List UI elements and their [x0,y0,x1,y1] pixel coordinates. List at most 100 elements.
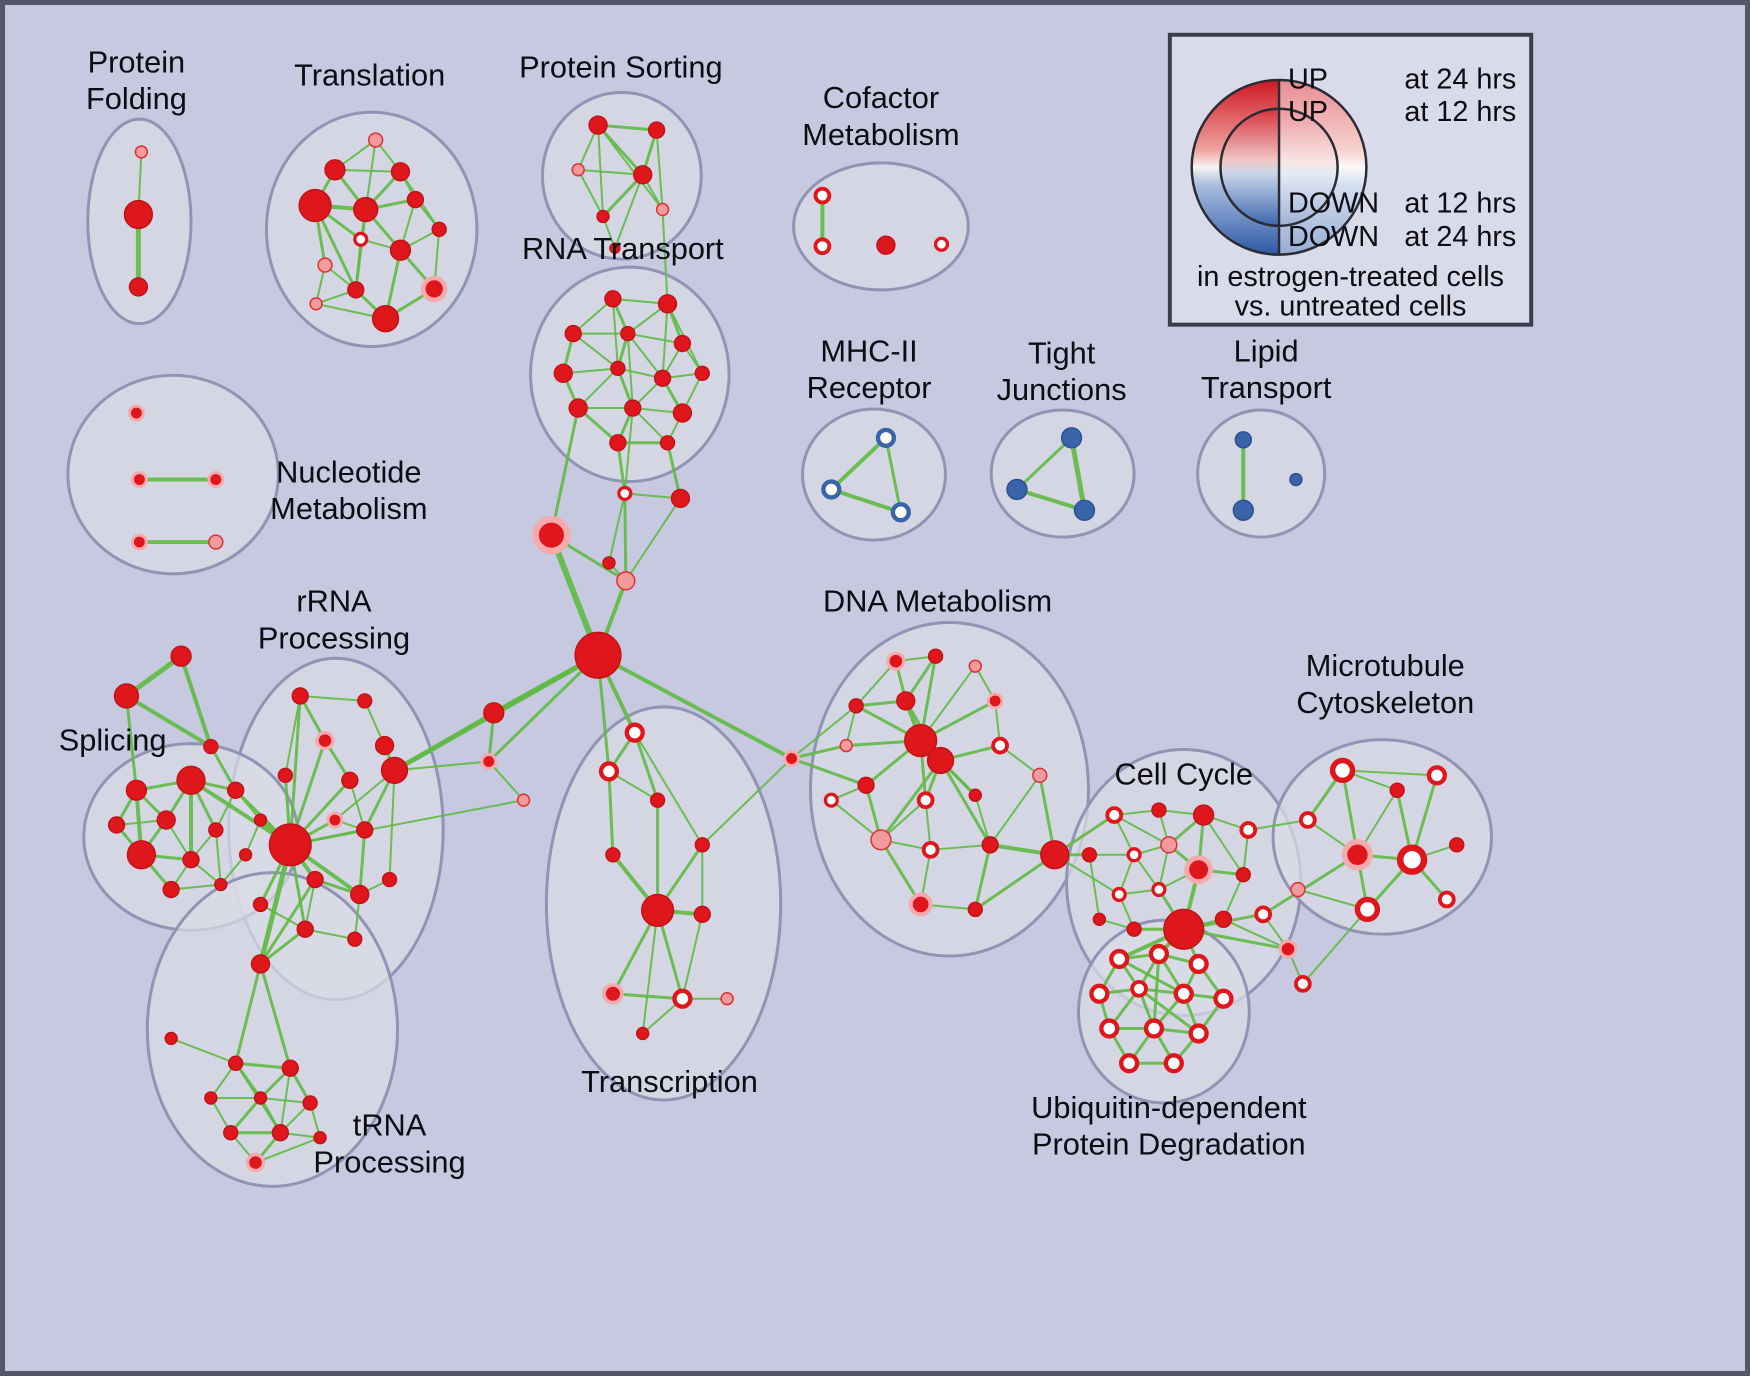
legend-caption-line1: in estrogen-treated cells [1197,261,1504,293]
gene-node [315,731,335,751]
gene-node [380,756,409,785]
gene-node [353,231,369,247]
cluster-label-cell-cycle: Cell Cycle [1114,756,1252,791]
gene-node [875,427,897,448]
gene-node [128,277,149,297]
edge [1261,853,1359,916]
gene-node [253,1091,268,1105]
gene-node [203,738,219,755]
gene-node [253,813,268,827]
gene-node [483,702,505,724]
gene-node [610,360,626,377]
gene-node [904,723,938,758]
edge [179,654,213,749]
edge [641,909,659,1035]
gene-node [1234,431,1252,449]
edge [259,1097,312,1104]
gene-node [350,884,370,905]
network-nodes [107,115,1465,1173]
gene-node [1437,890,1456,909]
gene-node [1192,804,1215,826]
gene-node [1294,974,1312,993]
gene-node [309,297,323,311]
gene-node [431,221,447,238]
gene-node [647,121,666,139]
edge [1247,819,1309,831]
edge [624,497,682,582]
gene-node [848,698,864,714]
gene-node [126,840,157,870]
gene-node [1073,499,1096,521]
gene-node [609,242,621,254]
gene-node [1289,472,1303,487]
gene-node [896,691,916,711]
gene-node [624,722,645,743]
gene-node [605,847,621,863]
gene-node [296,920,314,938]
gene-node [694,365,710,381]
gene-node [367,132,384,148]
gene-node [1214,910,1233,928]
gene-node [857,776,875,794]
edge [1301,908,1369,985]
gene-node [876,235,896,255]
gene-node [204,1091,218,1105]
gene-node [609,434,627,452]
gene-node [268,823,312,867]
edge [989,774,1041,846]
gene-node [357,693,373,709]
gene-node [1341,839,1374,871]
gene-node [1329,757,1356,784]
edge [633,731,704,846]
gene-node [916,791,935,810]
gene-node [839,738,853,753]
gene-node [823,792,839,808]
gene-node [870,829,892,851]
edge [124,694,138,792]
gene-node [640,893,675,928]
edge [299,694,366,702]
gene-node [176,765,206,795]
cluster-microtubule-cytoskeleton [1271,738,1493,936]
edge [829,487,903,515]
edge [254,1136,322,1164]
gene-node [421,275,448,303]
gene-node [125,779,148,801]
gene-node [604,290,622,308]
gene-node [252,896,269,913]
edge [289,799,525,846]
gene-node [113,683,140,709]
gene-node [588,115,608,135]
gene-node [1151,881,1167,898]
gene-node [553,363,573,383]
gene-node [302,1095,318,1111]
legend-time-down24: at 24 hrs [1404,221,1516,253]
edge [626,332,684,345]
gene-node [1111,886,1127,903]
gene-node [616,571,636,591]
edge [879,758,943,842]
edge [626,332,664,380]
cluster-label-transcription: Transcription [581,1064,758,1099]
gene-node [1163,908,1205,950]
gene-node [821,479,842,500]
gene-node [170,645,192,667]
edge [1341,769,1438,777]
edge [655,129,664,211]
edge [596,123,659,132]
gene-node [624,399,642,417]
edge [1014,487,1087,513]
gene-node [571,163,585,177]
edge [572,297,614,335]
gene-node [1278,939,1298,959]
gene-node [890,502,911,523]
gene-node [720,992,734,1006]
gene-node [813,237,832,256]
gene-node [1130,979,1148,998]
edge [358,828,367,896]
gene-node [1143,1018,1165,1039]
gene-node [281,1059,299,1077]
gene-node [673,334,692,353]
